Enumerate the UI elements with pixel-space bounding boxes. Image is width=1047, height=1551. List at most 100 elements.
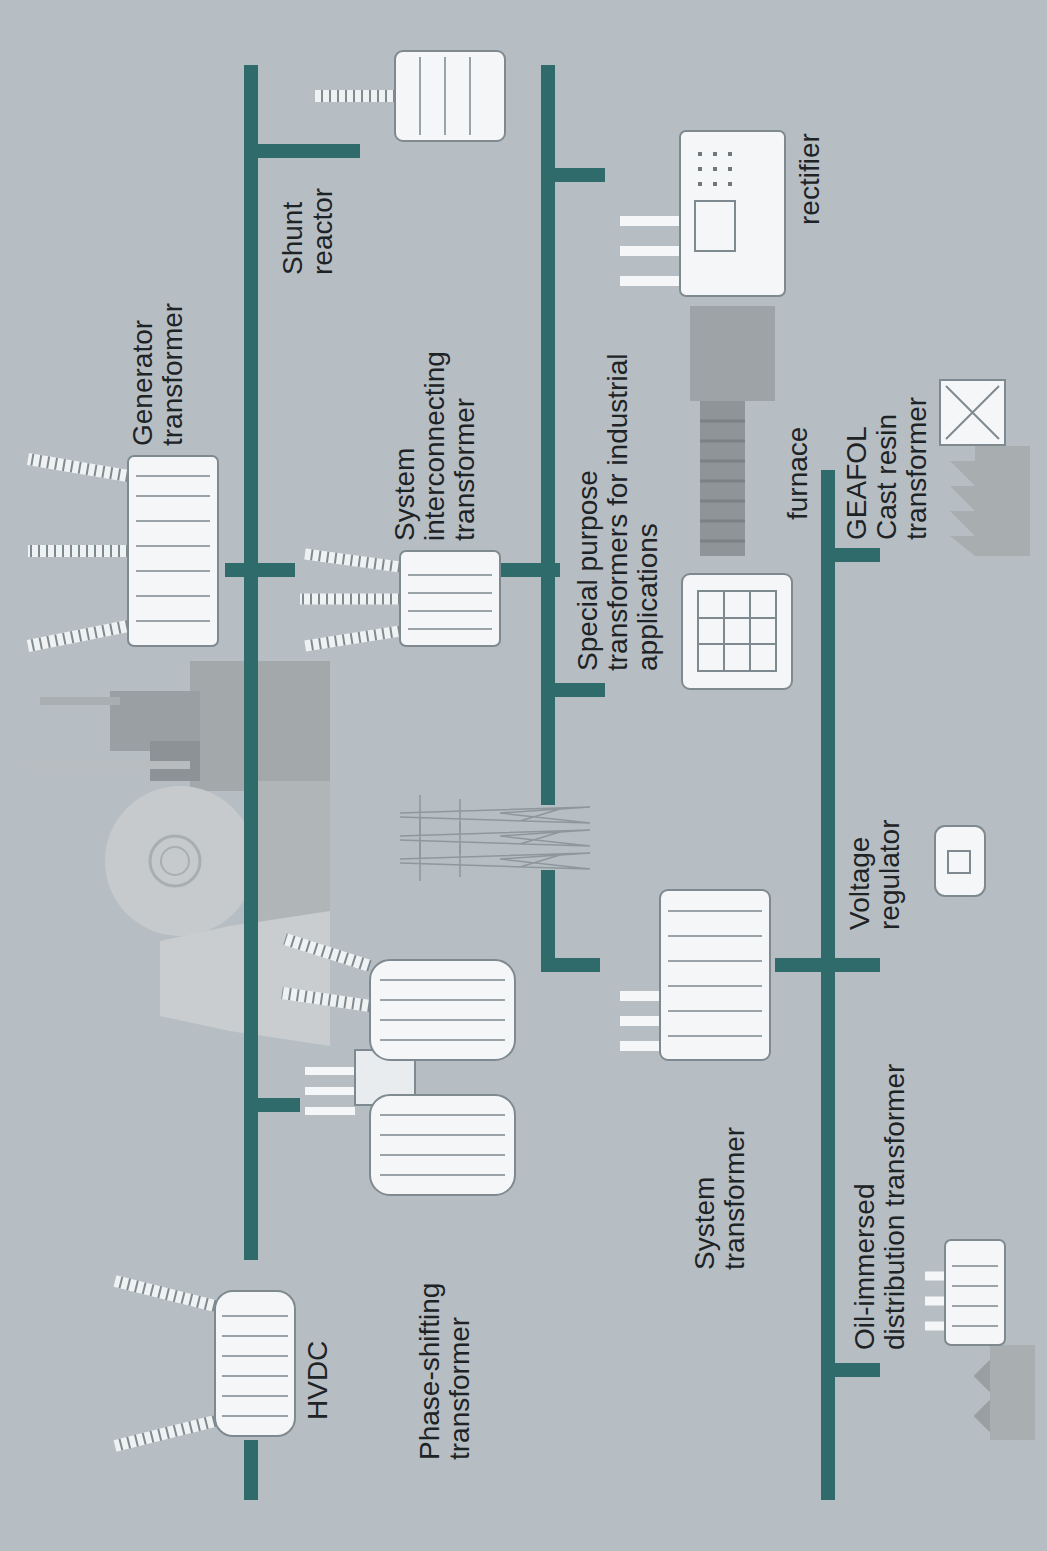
system-interconnecting-transformer [300, 594, 400, 605]
system-transformer [620, 991, 660, 1001]
rectifier [680, 131, 785, 296]
distribution-transformer [952, 1266, 998, 1326]
bus-bars [258, 1098, 300, 1112]
industrial-machine [690, 306, 775, 401]
label-holder: rectifier [795, 133, 825, 225]
power-plant [105, 786, 255, 936]
system-interconnecting-transformer [408, 575, 492, 629]
label-holder: System interconnecting transformer [390, 321, 480, 541]
equipment-label: System transformer [690, 1100, 750, 1270]
power-plant [40, 697, 120, 705]
bus-bars [821, 470, 835, 1500]
label-holder: Shunt reactor [278, 145, 338, 275]
voltage-regulator [935, 826, 985, 896]
rectifier [620, 131, 785, 296]
phase-shifting-transformer [282, 993, 370, 1006]
rectifier [620, 216, 680, 226]
furnace-transformer [698, 591, 776, 671]
cast-resin-transformer [940, 380, 1030, 556]
distribution-transformer [925, 1322, 945, 1331]
generator-transformer [28, 456, 218, 646]
bus-bars [835, 1363, 880, 1377]
hvdc-transformer [215, 1291, 295, 1436]
rectifier [620, 246, 680, 256]
rectifier [695, 201, 735, 251]
phase-shifting-transformer [285, 939, 370, 966]
hvdc-transformer [115, 1421, 215, 1446]
distribution-transformer [925, 1297, 945, 1306]
distribution-transformer [945, 1240, 1005, 1345]
industrial-machine [690, 306, 775, 556]
label-holder: furnace [783, 427, 813, 520]
rectifier [620, 276, 680, 286]
bus-bars [775, 958, 880, 972]
label-holder: GEAFOL Cast resin transformer [842, 380, 932, 540]
system-interconnecting-transformer [300, 594, 400, 605]
bus-bars [835, 548, 880, 562]
system-interconnecting-transformer [300, 551, 500, 646]
distribution-transformer [925, 1272, 945, 1281]
phase-shifting-transformer [370, 960, 515, 1060]
rectifier [700, 152, 730, 186]
generator-transformer [128, 456, 218, 646]
generator-transformer [28, 545, 128, 557]
pylons [400, 841, 590, 881]
pylons [400, 795, 590, 835]
furnace-transformer [682, 574, 792, 689]
generator-transformer [28, 459, 128, 476]
system-transformer [620, 890, 770, 1060]
generator-transformer [28, 459, 128, 476]
pylons [400, 818, 590, 858]
furnace-transformer [698, 591, 776, 671]
voltage-regulator [935, 826, 985, 896]
cast-resin-transformer [950, 446, 1030, 556]
system-transformer [660, 890, 770, 1060]
phase-shifting-transformer [370, 1095, 515, 1195]
hvdc-transformer [115, 1281, 215, 1306]
power-plant [150, 836, 200, 886]
equipment-label: HVDC [303, 1341, 333, 1420]
bus-bars [548, 683, 605, 697]
distribution-transformer [975, 1361, 990, 1431]
label-holder: Oil-immersed distribution transformer [850, 1052, 910, 1350]
system-interconnecting-transformer [305, 631, 400, 646]
bus-bars [500, 563, 560, 577]
bus-bars [244, 1440, 258, 1500]
bus-bars [541, 958, 600, 972]
power-plant [161, 847, 189, 875]
cast-resin-transformer [940, 380, 1005, 445]
equipment-label: Shunt reactor [278, 145, 338, 275]
system-interconnecting-transformer [305, 554, 400, 567]
bus-bars [244, 65, 258, 1260]
shunt-reactor [315, 51, 505, 141]
phase-shifting-transformer [305, 1067, 355, 1075]
label-holder: HVDC [303, 1341, 333, 1420]
hvdc-transformer [115, 1421, 215, 1446]
pylons [400, 795, 590, 881]
equipment-label: Phase-shifting transformer [415, 1230, 475, 1460]
generator-transformer [28, 626, 128, 646]
equipment-label: Oil-immersed distribution transformer [850, 1052, 910, 1350]
label-holder: System transformer [690, 1100, 750, 1270]
label-holder: Generator transformer [128, 246, 188, 446]
power-plant [250, 781, 330, 931]
shunt-reactor [315, 90, 395, 102]
industrial-machine [700, 421, 745, 541]
power-plant [190, 661, 330, 791]
label-holder: Special purpose transformers for industr… [573, 331, 663, 671]
bus-bars [225, 65, 880, 1500]
generator-transformer [28, 545, 128, 557]
phase-shifting-transformer [380, 980, 505, 1175]
hvdc-transformer [115, 1281, 295, 1446]
phase-shifting-transformer [305, 1107, 355, 1115]
shunt-reactor [315, 90, 395, 102]
label-holder: Phase-shifting transformer [415, 1230, 475, 1460]
equipment-label: GEAFOL Cast resin transformer [842, 380, 932, 540]
equipment-label: System interconnecting transformer [390, 321, 480, 541]
furnace-transformer [682, 574, 792, 689]
equipment-label: Voltage regulator [845, 780, 905, 930]
distribution-transformer [990, 1345, 1035, 1440]
system-interconnecting-transformer [305, 631, 400, 646]
phase-shifting-transformer [305, 1087, 355, 1095]
shunt-reactor [395, 51, 505, 141]
